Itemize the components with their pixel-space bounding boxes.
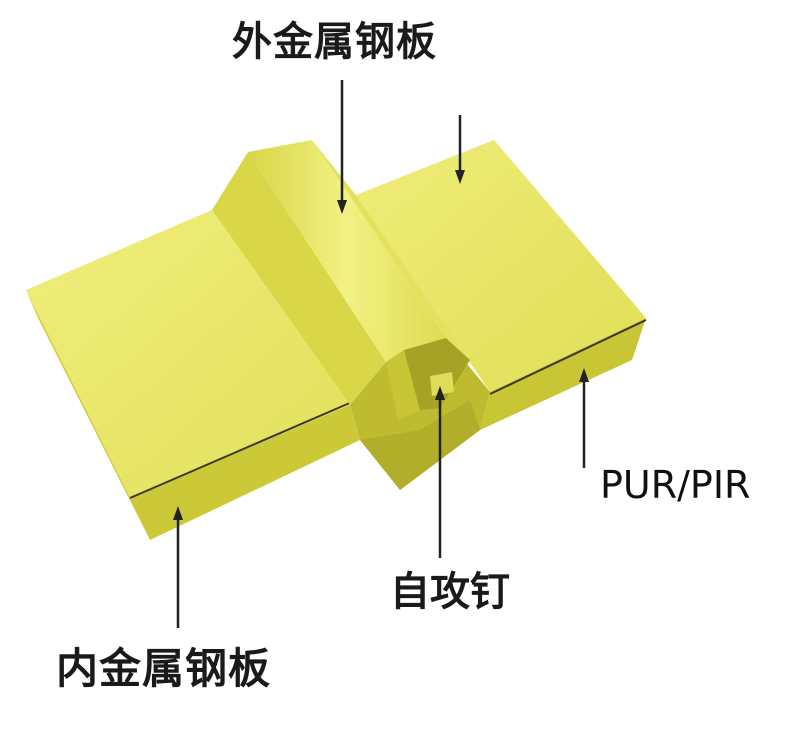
left-panel-side-face: [130, 405, 360, 540]
left-panel-top-face: [26, 210, 350, 498]
leader-screw-arrow-icon: [435, 386, 445, 400]
screw-channel-left: [386, 350, 420, 420]
label-outer-steel-sheet: 外金属钢板: [232, 19, 437, 65]
label-core-material: PUR/PIR: [600, 463, 751, 507]
right-panel-front-face: [480, 318, 646, 430]
rib-top-face: [248, 140, 446, 362]
joint-lower-face: [360, 400, 480, 490]
label-inner-steel-sheet: 内金属钢板: [56, 644, 272, 693]
screw-head: [430, 372, 454, 396]
right-panel-top-face: [356, 140, 646, 392]
screw-channel-bottom: [404, 338, 470, 410]
rib-left-face: [212, 152, 386, 405]
rib-right-face: [312, 140, 470, 360]
leader-outer-steel-arrow-icon: [337, 200, 347, 214]
leader-core-arrow-icon: [579, 368, 589, 382]
label-self-tapping-screw: 自攻钉: [390, 569, 510, 615]
leader-inner-steel-arrow-icon: [173, 506, 183, 520]
right-inner-sheet-edge: [489, 319, 647, 395]
left-panel-front-face: [26, 290, 150, 540]
leader-outer-steel-right-arrow-icon: [455, 170, 465, 184]
left-inner-sheet-edge: [129, 401, 353, 499]
